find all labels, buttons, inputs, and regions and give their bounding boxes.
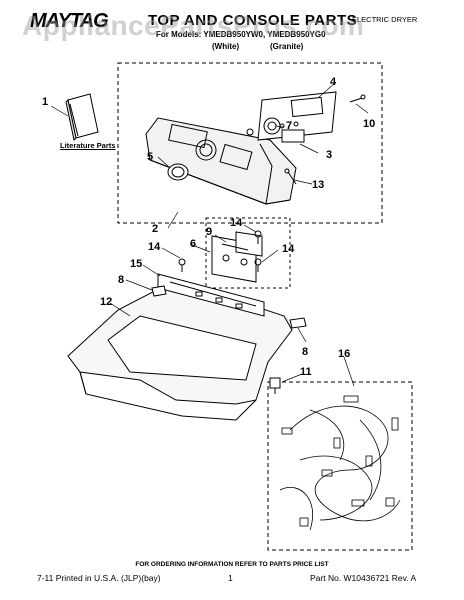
- callout-15: 15: [130, 258, 143, 270]
- knob: [167, 163, 189, 181]
- callout-4: 4: [330, 76, 337, 88]
- brand-logo: MAYTAG: [30, 10, 109, 32]
- harness-region: [267, 381, 413, 551]
- callout-11: 11: [300, 366, 312, 378]
- callout-10: 10: [363, 118, 376, 130]
- bracket-screws: [178, 230, 262, 272]
- print-info: 7-11 Printed in U.S.A. (JLP)(bay): [37, 573, 161, 583]
- callout-8b: 8: [302, 346, 309, 358]
- wire-harness: [279, 395, 401, 531]
- variant-granite: (Granite): [270, 42, 304, 51]
- variant-white: (White): [212, 42, 240, 51]
- literature-booklet: [65, 93, 99, 142]
- console-bracket: [211, 231, 263, 283]
- console-assembly-region: [117, 62, 383, 224]
- page-number: 1: [228, 573, 233, 583]
- watermark: AppliancePartsPros.com: [22, 10, 365, 41]
- callout-13: 13: [312, 179, 325, 191]
- models-line: For Models: YMEDB950YW0, YMEDB950YG0: [156, 30, 326, 39]
- page-title: TOP AND CONSOLE PARTS: [148, 12, 358, 29]
- callout-16: 16: [338, 348, 351, 360]
- callout-9: 9: [206, 226, 213, 238]
- product-type: ELECTRIC DRYER: [352, 15, 418, 24]
- dryer-top: [67, 273, 293, 421]
- callout-12: 12: [100, 296, 113, 308]
- leader-lines: [50, 81, 369, 387]
- callout-3: 3: [326, 149, 333, 161]
- screws: [284, 94, 366, 185]
- bracket-region: [205, 217, 291, 289]
- part-number: Part No. W10436721 Rev. A: [310, 573, 417, 583]
- callout-7: 7: [286, 120, 293, 132]
- callout-14a: 14: [230, 217, 243, 229]
- callout-14c: 14: [282, 243, 295, 255]
- literature-label: Literature Parts: [60, 141, 116, 150]
- clips: [151, 285, 307, 329]
- callout-2: 2: [152, 223, 159, 235]
- plug: [269, 377, 281, 394]
- ordering-info: FOR ORDERING INFORMATION REFER TO PARTS …: [135, 561, 329, 568]
- callout-5: 5: [147, 151, 154, 163]
- callout-1: 1: [42, 96, 49, 108]
- callout-14b: 14: [148, 241, 161, 253]
- encoder-switch: [246, 117, 305, 143]
- callout-6: 6: [190, 238, 197, 250]
- callout-8a: 8: [118, 274, 125, 286]
